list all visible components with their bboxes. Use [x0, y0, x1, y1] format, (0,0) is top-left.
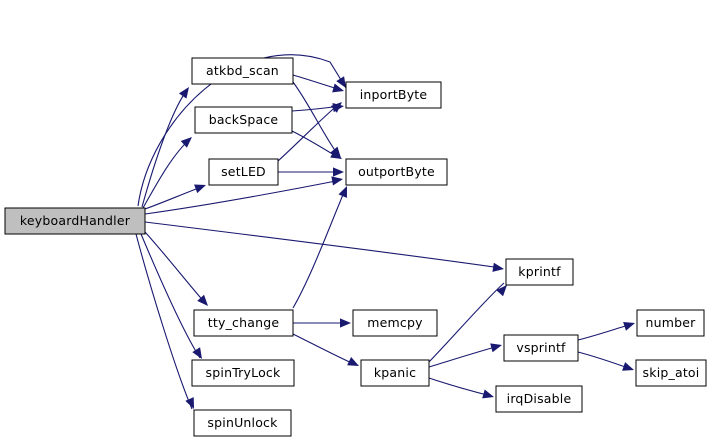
node-skip_atoi[interactable]: skip_atoi [635, 359, 707, 387]
node-atkbd_scan[interactable]: atkbd_scan [191, 57, 294, 85]
edge-keyboardHandler-to-backSpace [142, 138, 191, 209]
node-irqDisable[interactable]: irqDisable [495, 385, 583, 413]
arrowhead-tty_change-to-kpanic [347, 357, 359, 366]
edge-atkbd_scan-to-outportByte [292, 81, 340, 157]
edge-vsprintf-to-number [577, 323, 633, 341]
node-inportByte[interactable]: inportByte [345, 81, 442, 109]
node-box-memcpy[interactable] [352, 309, 438, 337]
node-kpanic[interactable]: kpanic [360, 359, 430, 387]
edge-backSpace-to-outportByte [291, 130, 340, 159]
node-box-vsprintf[interactable] [503, 334, 579, 362]
node-box-spinUnlock[interactable] [193, 409, 292, 437]
edge-keyboardHandler-to-spinTryLock [140, 233, 201, 359]
arrowhead-keyboardHandler-to-inportByte [336, 76, 346, 88]
edge-vsprintf-to-skip_atoi [577, 351, 632, 370]
node-box-kprintf[interactable] [505, 258, 574, 286]
node-box-backSpace[interactable] [194, 106, 293, 134]
arrowhead-keyboardHandler-to-outportByte [331, 176, 343, 186]
arrowhead-setLED-to-inportByte [330, 102, 342, 113]
arrowhead-vsprintf-to-number [623, 322, 635, 331]
node-backSpace[interactable]: backSpace [194, 106, 293, 134]
node-keyboardHandler[interactable]: keyboardHandler [4, 207, 146, 235]
arrowhead-vsprintf-to-skip_atoi [622, 362, 634, 371]
node-setLED[interactable]: setLED [208, 158, 279, 186]
node-number[interactable]: number [636, 309, 705, 337]
edge-tty_change-to-kpanic [292, 333, 357, 366]
edge-keyboardHandler-to-tty_change [144, 231, 207, 305]
arrowhead-setLED-to-outportByte [333, 167, 344, 177]
edge-tty_change-to-outportByte [292, 189, 346, 309]
edge-keyboardHandler-to-atkbd_scan [141, 89, 188, 208]
arrowhead-keyboardHandler-to-setLED [194, 184, 206, 194]
edge-kpanic-to-kprintf [428, 282, 505, 363]
arrowhead-keyboardHandler-to-backSpace [180, 137, 192, 148]
arrowhead-layer [178, 76, 635, 409]
edge-kpanic-to-irqDisable [428, 377, 492, 397]
edge-kpanic-to-vsprintf [428, 345, 500, 368]
node-outportByte[interactable]: outportByte [345, 158, 448, 186]
node-spinUnlock[interactable]: spinUnlock [193, 409, 292, 437]
arrowhead-kpanic-to-irqDisable [482, 389, 494, 399]
node-layer: keyboardHandler atkbd_scan backSpace setLED… [4, 57, 707, 437]
node-box-atkbd_scan[interactable] [191, 57, 294, 85]
node-box-irqDisable[interactable] [495, 385, 583, 413]
node-box-spinTryLock[interactable] [191, 359, 295, 387]
arrowhead-tty_change-to-outportByte [338, 186, 347, 198]
arrowhead-keyboardHandler-to-tty_change [197, 294, 208, 306]
edge-keyboardHandler-to-outportByte [144, 179, 342, 215]
node-spinTryLock[interactable]: spinTryLock [191, 359, 295, 387]
node-box-skip_atoi[interactable] [635, 359, 707, 387]
arrowhead-atkbd_scan-to-inportByte [332, 83, 344, 93]
arrowhead-backSpace-to-outportByte [330, 149, 342, 159]
node-vsprintf[interactable]: vsprintf [503, 334, 579, 362]
edge-keyboardHandler-to-spinUnlock [135, 233, 193, 410]
arrowhead-keyboardHandler-to-spinUnlock [185, 397, 194, 409]
node-kprintf[interactable]: kprintf [505, 258, 574, 286]
node-box-outportByte[interactable] [345, 158, 448, 186]
edge-keyboardHandler-to-kprintf [144, 221, 502, 269]
arrowhead-keyboardHandler-to-spinTryLock [192, 347, 202, 359]
node-box-keyboardHandler[interactable] [4, 207, 146, 235]
node-box-number[interactable] [636, 309, 705, 337]
arrowhead-keyboardHandler-to-kprintf [492, 262, 504, 272]
arrowhead-kpanic-to-vsprintf [490, 343, 502, 353]
node-box-setLED[interactable] [208, 158, 279, 186]
node-memcpy[interactable]: memcpy [352, 309, 438, 337]
node-box-inportByte[interactable] [345, 81, 442, 109]
arrowhead-keyboardHandler-to-atkbd_scan [178, 87, 189, 99]
node-box-kpanic[interactable] [360, 359, 430, 387]
node-box-tty_change[interactable] [193, 309, 294, 337]
arrowhead-tty_change-to-memcpy [340, 318, 351, 328]
arrowhead-kpanic-to-kprintf [496, 285, 507, 297]
node-tty_change[interactable]: tty_change [193, 309, 294, 337]
